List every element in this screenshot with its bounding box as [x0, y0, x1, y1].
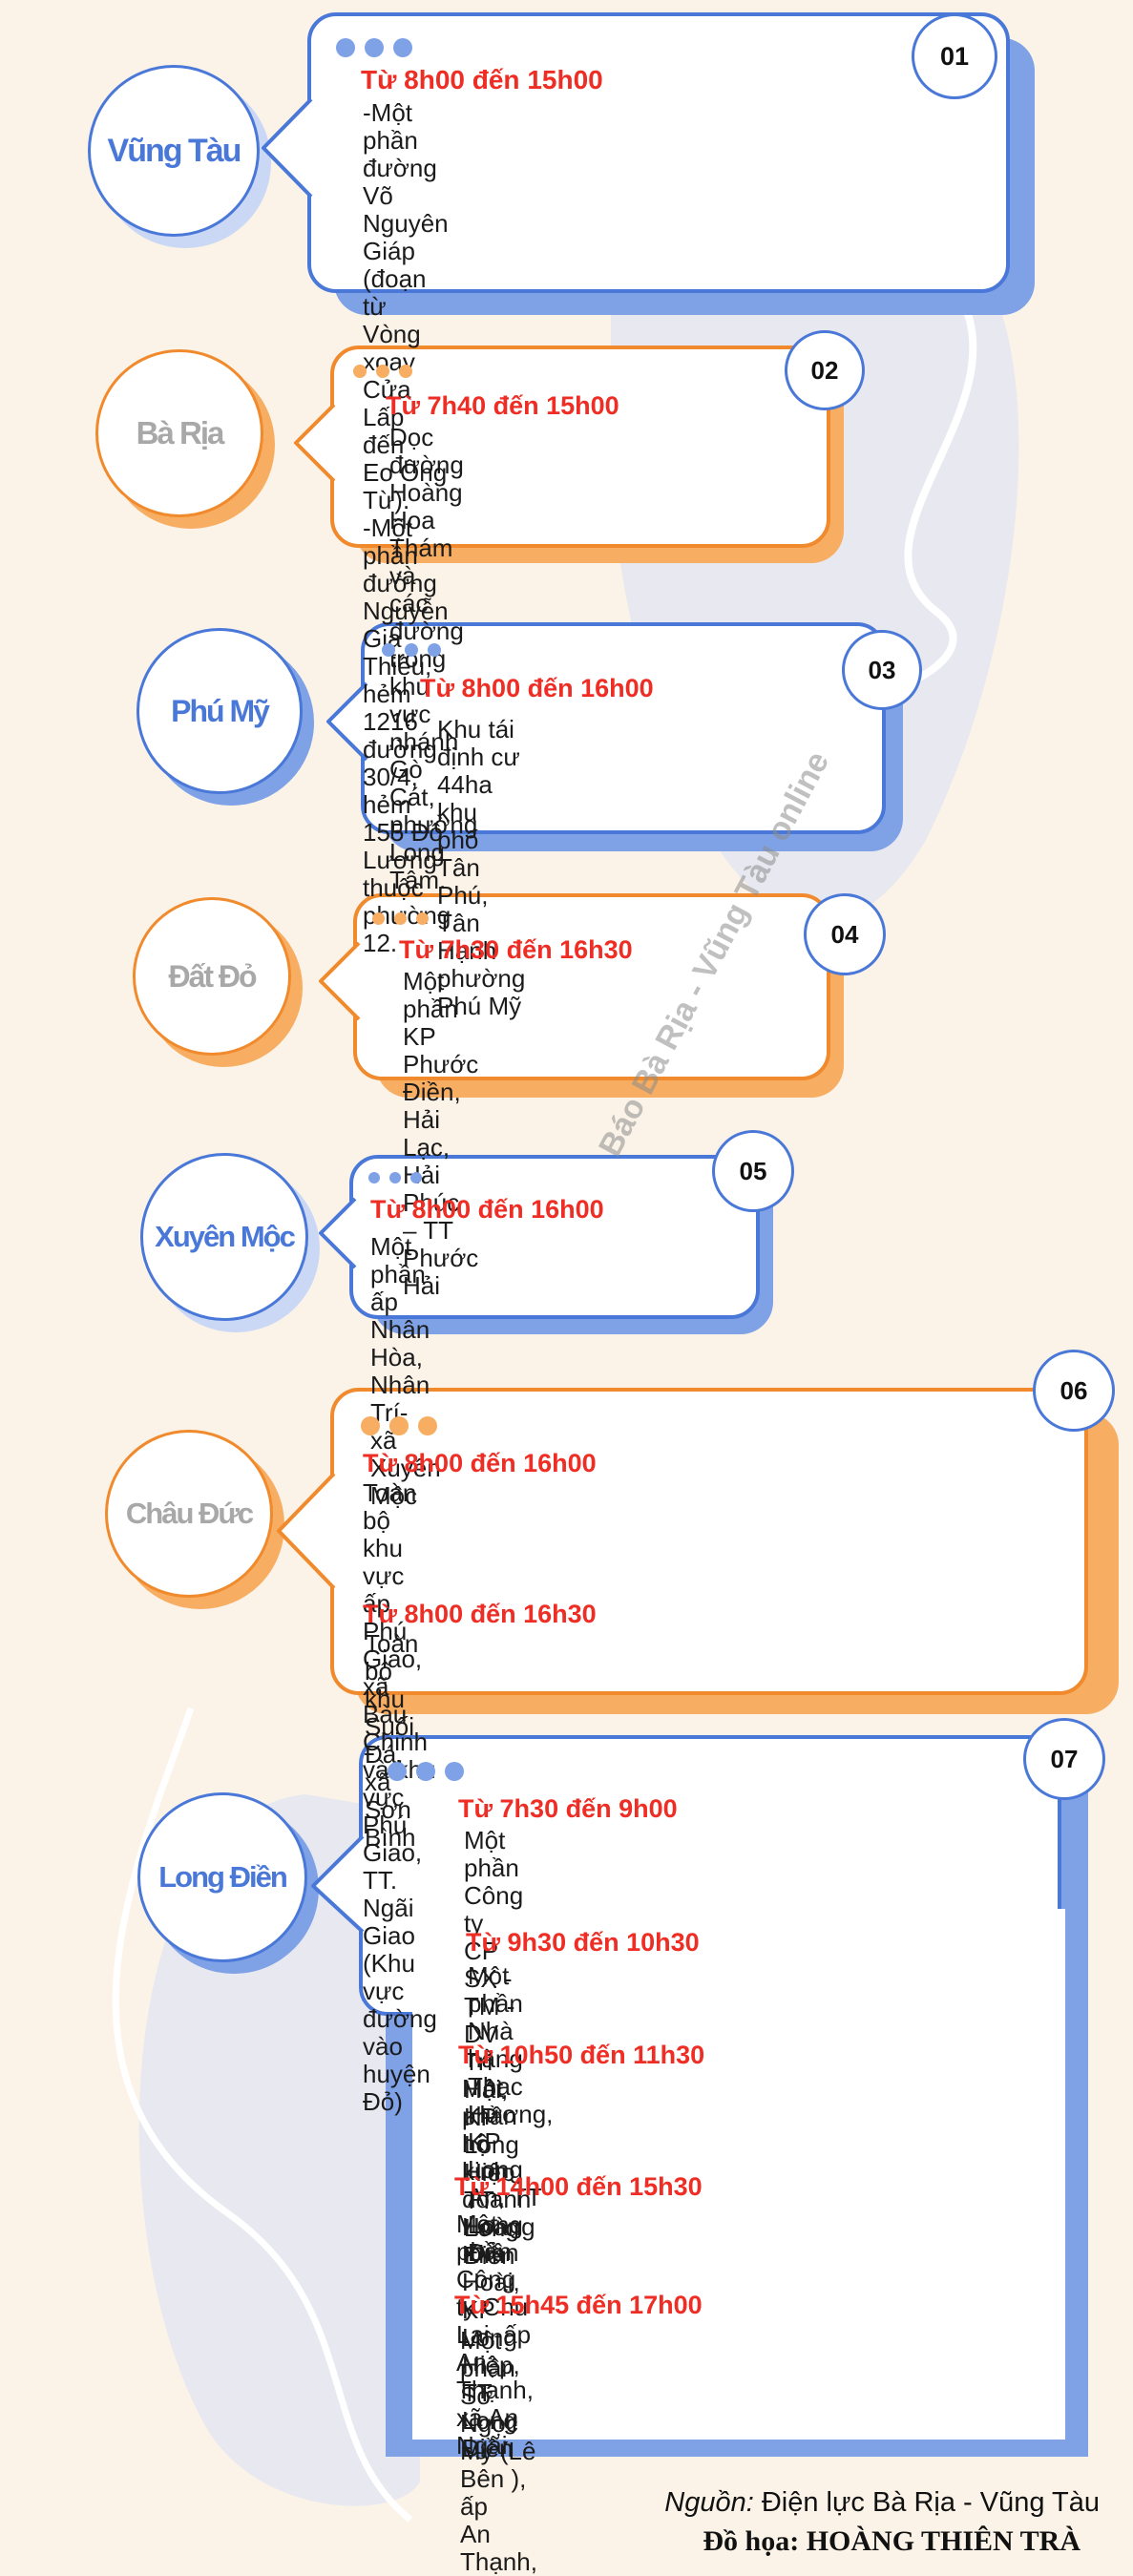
schedule-description: Toàn bộ khu vực ấp Phú Giao, xã Bàu Chin… — [363, 1478, 437, 2116]
schedule-card-phu-my — [361, 622, 886, 834]
schedule-time: Từ 7h40 đến 15h00 — [386, 391, 619, 420]
location-label-long-dien: Long Điền — [137, 1792, 307, 1962]
schedule-time: Từ 7h30 đến 16h30 — [399, 935, 633, 964]
card-pointer — [277, 1472, 336, 1590]
schedule-time: Từ 15h45 đến 17h00 — [454, 2291, 703, 2319]
schedule-card-long-dien-extension — [412, 1909, 1065, 2440]
schedule-description: Một phần hộ kinh doanh Hoàng Kim Hoài, K… — [462, 2074, 535, 2462]
schedule-description: Một phần Công ty Chu Lai, ấp An Thạnh, x… — [456, 2209, 534, 2460]
card-pointer — [262, 97, 313, 199]
schedule-card-chau-duc — [330, 1388, 1088, 1695]
badge-number: 05 — [712, 1130, 794, 1212]
source-line: Nguồn: Điện lực Bà Rịa - Vũng Tàu — [664, 2487, 1100, 2519]
badge-number: 01 — [912, 13, 997, 99]
schedule-time: Từ 8h00 đến 15h00 — [361, 65, 603, 94]
schedule-description: Một phần Sở Ngọc My (Lê Bên ), ấp An Thạ… — [460, 2326, 537, 2576]
window-dots-icon — [361, 1416, 437, 1435]
location-label-ba-ria: Bà Rịa — [95, 349, 263, 517]
badge-number: 06 — [1033, 1350, 1115, 1432]
card-pointer — [319, 941, 361, 1021]
window-dots-icon — [388, 1762, 464, 1781]
schedule-time: Từ 7h30 đến 9h00 — [458, 1794, 678, 1823]
schedule-description: Một phần Công ty CP SX - TM - DV Trí Hải… — [464, 1826, 524, 2270]
schedule-time: Từ 8h00 đến 16h00 — [370, 1195, 604, 1224]
schedule-time: Từ 8h00 đến 16h30 — [363, 1600, 597, 1628]
window-dots-icon — [336, 38, 412, 57]
schedule-time: Từ 10h50 đến 11h30 — [458, 2041, 705, 2069]
window-dots-icon — [372, 912, 429, 925]
location-label-xuyen-moc: Xuyên Mộc — [140, 1153, 308, 1321]
location-label-phu-my: Phú Mỹ — [136, 628, 303, 794]
schedule-card-dat-do — [353, 893, 830, 1080]
schedule-card-ba-ria — [330, 346, 830, 548]
schedule-time: Từ 9h30 đến 10h30 — [466, 1928, 700, 1957]
schedule-time: Từ 8h00 đến 16h00 — [363, 1449, 597, 1477]
source-label: Nguồn: — [664, 2487, 754, 2518]
card-pointer — [294, 403, 336, 483]
schedule-time: Từ 8h00 đến 16h00 — [420, 674, 654, 702]
source-value: Điện lực Bà Rịa - Vũng Tàu — [753, 2487, 1100, 2518]
schedule-description: Toàn bộ khu Suối Đá, xã Sơn Bình — [365, 1629, 419, 1852]
window-dots-icon — [368, 1172, 422, 1183]
location-label-vung-tau: Vũng Tàu — [88, 65, 260, 237]
card-pointer — [326, 681, 368, 762]
card-pointer — [311, 1834, 365, 1934]
badge-number: 03 — [842, 630, 922, 710]
graphic-credit: Đồ họa: HOÀNG THIÊN TRÀ — [703, 2525, 1081, 2557]
schedule-description: Dọc đường Hoàng Hoa Thám và các đường tr… — [389, 423, 478, 894]
card-pointer — [319, 1197, 357, 1269]
badge-number: 04 — [804, 893, 886, 975]
location-label-chau-duc: Châu Đức — [105, 1430, 273, 1598]
schedule-description: Khu tái định cư 44ha khu phố Tân Phú, Tâ… — [437, 715, 526, 1020]
schedule-description: Một phần Nhà hàng Thạc Hương, KP Long An… — [468, 1961, 554, 2267]
location-label-dat-do: Đất Đỏ — [133, 897, 291, 1056]
window-dots-icon — [382, 643, 441, 657]
badge-number: 02 — [785, 330, 865, 410]
window-dots-icon — [353, 365, 412, 378]
schedule-description: Một phần KP Phước Điền, Hải Lạc, Hải Phú… — [403, 967, 479, 1300]
badge-number: 07 — [1023, 1718, 1105, 1800]
schedule-time: Từ 14h00 đến 15h30 — [454, 2172, 703, 2201]
